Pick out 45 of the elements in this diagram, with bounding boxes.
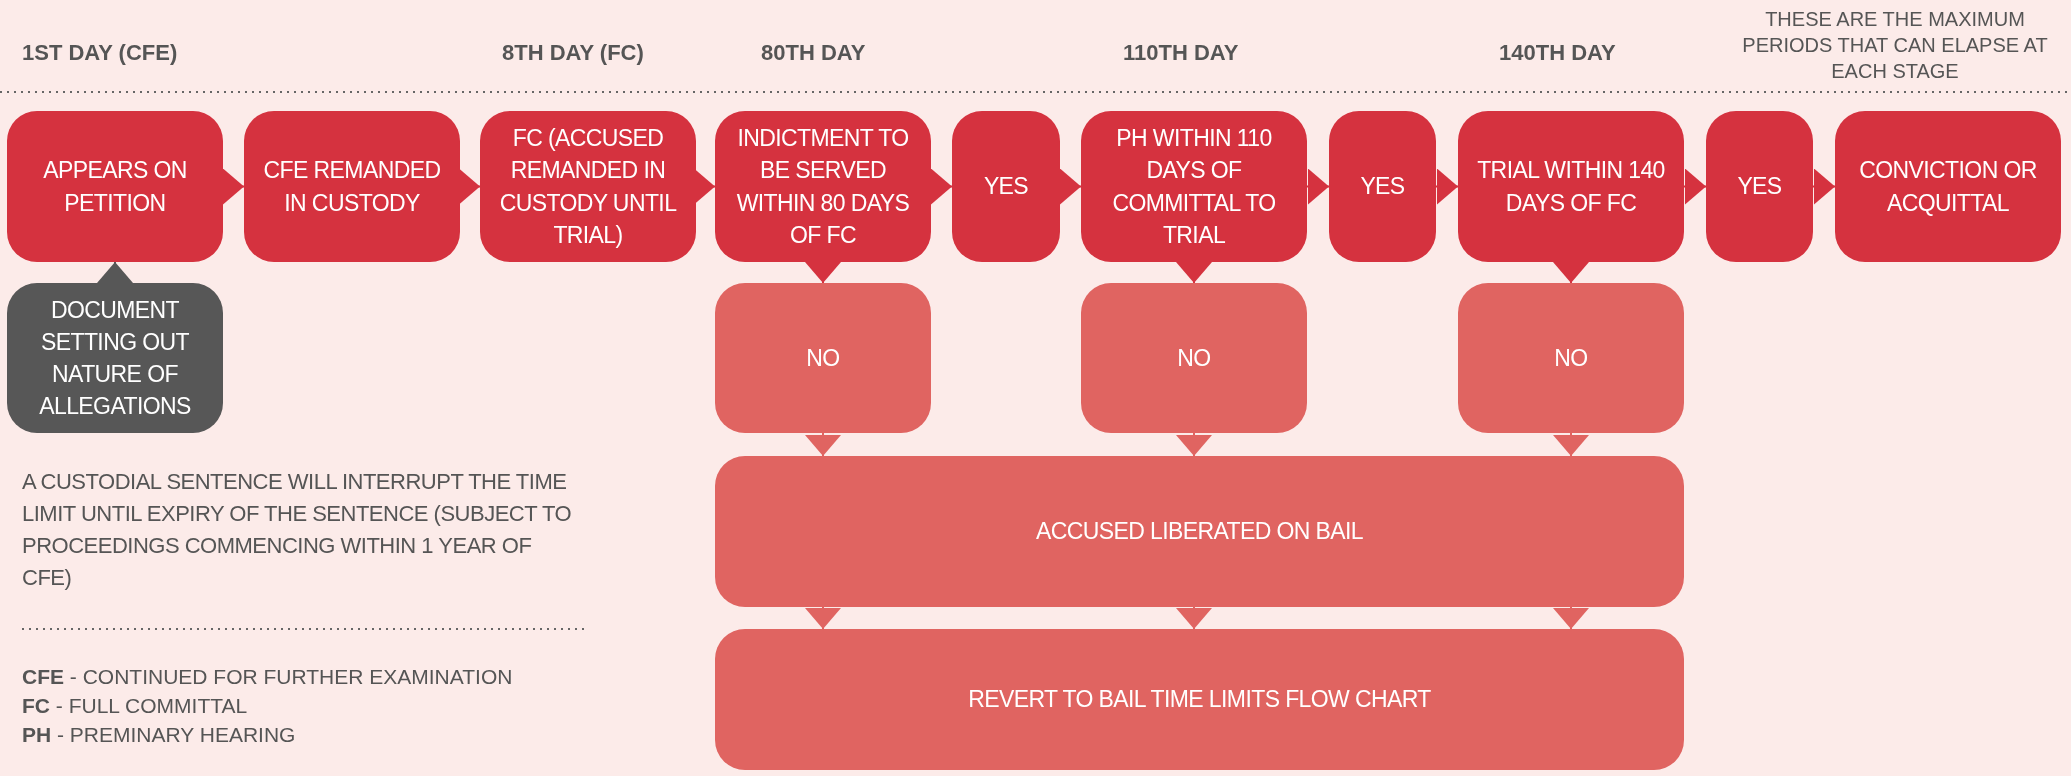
arrow [222, 168, 245, 205]
outcome-box: REVERT TO BAIL TIME LIMITS FLOW CHART [715, 629, 1684, 770]
arrow [1553, 261, 1589, 284]
stage-heading: 80TH DAY [761, 39, 867, 67]
arrow [97, 261, 133, 284]
arrow [1435, 168, 1459, 205]
arrow [1553, 432, 1589, 457]
arrow [1176, 261, 1212, 284]
question-box: PH WITHIN 110 DAYS OF COMMITTAL TO TRIAL [1081, 111, 1307, 262]
arrow [1176, 432, 1212, 457]
question-box: TRIAL WITHIN 140 DAYS OF FC [1458, 111, 1684, 262]
yes-box: YES [1329, 111, 1436, 262]
no-box: NO [715, 283, 931, 433]
note-text: A CUSTODIAL SENTENCE WILL INTERRUPT THE TIME LIMIT UNTIL EXPIRY OF THE SENTENCE (SUBJECT TO PROCEEDINGS COMMENCING WITHIN 1 YEAR OF CFE) [22, 468, 573, 592]
yes-box: YES [952, 111, 1060, 262]
arrow [930, 168, 953, 205]
note-text: THESE ARE THE MAXIMUM PERIODS THAT CAN ELAPSE AT EACH STAGE [1741, 7, 2049, 84]
note-box: DOCUMENT SETTING OUT NATURE OF ALLEGATIONS [7, 283, 223, 433]
arrow [805, 432, 841, 457]
arrow [1553, 606, 1589, 630]
arrow [1812, 168, 1836, 205]
question-box: INDICTMENT TO BE SERVED WITHIN 80 DAYS OF FC [715, 111, 931, 262]
glossary-entry: CFE - CONTINUED FOR FURTHER EXAMINATION [22, 664, 514, 690]
arrow [805, 261, 841, 284]
stage-heading: 110TH DAY [1123, 39, 1240, 67]
arrow [459, 168, 481, 205]
yes-box: YES [1706, 111, 1813, 262]
arrow [1306, 168, 1330, 205]
glossary-entry: FC - FULL COMMITTAL [22, 693, 249, 719]
step-box: APPEARS ON PETITION [7, 111, 223, 262]
no-box: NO [1081, 283, 1307, 433]
arrow [1059, 168, 1082, 205]
step-box: FC (ACCUSED REMANDED IN CUSTODY UNTIL TRIAL) [480, 111, 696, 262]
stage-heading: 140TH DAY [1499, 39, 1617, 67]
no-box: NO [1458, 283, 1684, 433]
stage-heading: 1ST DAY (CFE) [22, 39, 179, 67]
arrow [1176, 606, 1212, 630]
arrow [694, 168, 716, 205]
arrow [1683, 168, 1707, 205]
stage-heading: 8TH DAY (FC) [502, 39, 645, 67]
outcome-box: CONVICTION OR ACQUITTAL [1835, 111, 2061, 262]
outcome-box: ACCUSED LIBERATED ON BAIL [715, 456, 1684, 607]
step-box: CFE REMANDED IN CUSTODY [244, 111, 460, 262]
glossary-entry: PH - PREMINARY HEARING [22, 722, 297, 748]
arrow [805, 606, 841, 630]
